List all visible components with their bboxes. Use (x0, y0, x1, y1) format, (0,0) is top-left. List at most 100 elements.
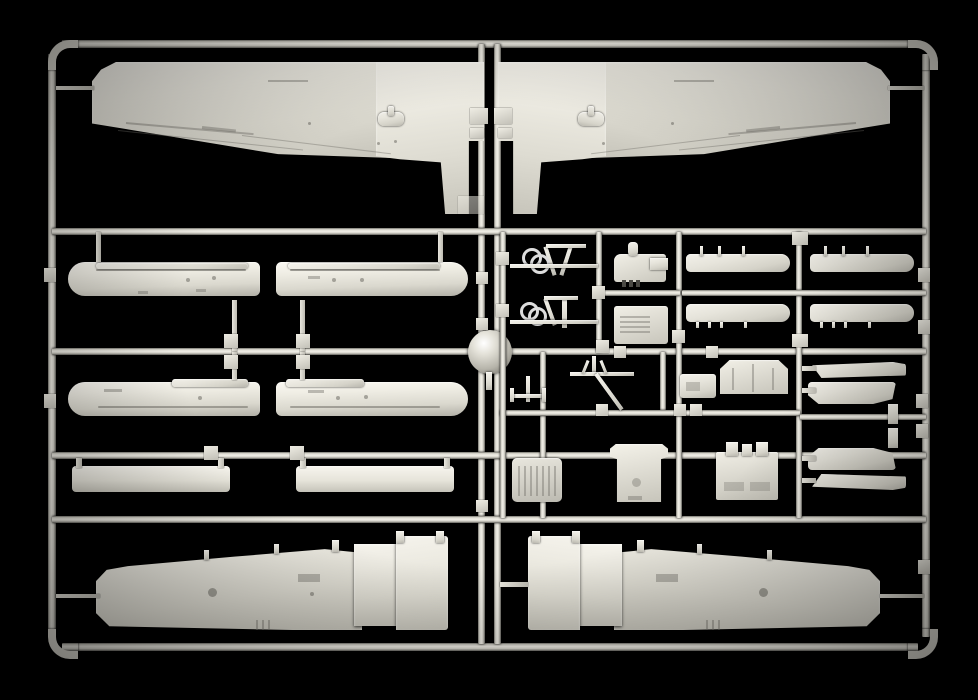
nacelle-4-seam (290, 406, 440, 408)
tab-flap-2 (290, 446, 304, 460)
tab-wing-right-root-1 (494, 108, 512, 124)
fuselage-right-pin-3 (637, 540, 644, 552)
tab-wing-right-root-2 (498, 128, 512, 138)
cockpit-floor-body (610, 444, 668, 502)
radiator-1-fin-3 (620, 326, 650, 328)
tab-prop-column-right-2 (916, 424, 928, 438)
prop-hub-stub-upper (888, 404, 898, 424)
fuselage-left-hatch (298, 574, 320, 582)
tab-gear-1 (496, 252, 509, 265)
part-cockpit-floor (606, 438, 676, 504)
nacelle-2-rivet-2 (360, 278, 364, 282)
fuselage-left-dot-1 (310, 592, 314, 596)
sprue-grid-rail-i (800, 414, 926, 420)
part-radiator-1 (614, 302, 676, 348)
gate-flap-2-right (444, 458, 450, 468)
fuselage-left-tail (354, 544, 402, 626)
part-fuselage-right (524, 531, 880, 630)
grille-line-3 (530, 466, 532, 496)
nacelle-3-rivet-1 (198, 396, 202, 400)
drop-tank-4-pin-1 (820, 322, 823, 328)
part-fuselage-left (96, 531, 452, 630)
radiator-1-fin-2 (620, 321, 650, 323)
nacelle-4-spine (286, 379, 364, 387)
sprue-frame-right-rail (922, 54, 930, 637)
fuselage-right-exhaust-1 (718, 620, 720, 630)
drop-tank-1-body (686, 254, 790, 272)
wing-right-rivet-1 (671, 122, 674, 125)
sprue-corner-bottom-right (908, 629, 938, 659)
drop-tank-4-pin-4 (868, 322, 871, 328)
nacelle-4-scribe (308, 390, 324, 393)
tab-radiator-1 (596, 340, 609, 353)
part-grille-panel (512, 458, 568, 508)
part-landing-gear-1 (506, 244, 598, 288)
fuselage-right-body (614, 536, 880, 630)
canopy-frame-bar-3 (772, 368, 774, 390)
drop-tank-2-fin-3 (866, 246, 869, 256)
drop-tank-3-pin-3 (720, 322, 723, 328)
sprue-frame-top-rail (62, 40, 918, 48)
fuselage-right-exhaust-3 (706, 620, 708, 630)
gate-fuselage-right-tail (500, 582, 528, 587)
tab-gear-2 (496, 304, 509, 317)
prop-hub-stub-lower (888, 428, 898, 448)
drop-tank-3-body (686, 304, 790, 322)
fuselage-right-port (759, 588, 768, 597)
tab-nacelle-center-1 (224, 334, 238, 348)
part-nacelle-3 (68, 378, 260, 422)
sprue-grid-rail-e (660, 352, 666, 412)
drop-tank-4-body (810, 304, 914, 322)
sprue-corner-top-right (908, 40, 938, 70)
wing-right-scribe-5 (674, 80, 714, 82)
fuselage-left-pin-3 (332, 540, 339, 552)
grille-line-5 (542, 466, 544, 496)
part-pitot-cluster (504, 376, 556, 416)
grille-line-1 (518, 466, 520, 496)
fuselage-right-pin-1 (767, 550, 772, 560)
part-flap-1 (72, 466, 230, 492)
gate-spinner (486, 372, 492, 390)
gate-prop-blade-2 (802, 388, 816, 393)
engine-block-1-vent-3 (636, 280, 640, 287)
part-wing-left-upper (92, 62, 484, 214)
gear-1-axle (546, 244, 586, 248)
tab-center-rail-2 (476, 318, 488, 330)
sprue-grid-rail-g (682, 290, 926, 296)
part-prop-blade-2 (808, 382, 896, 404)
sprue-grid-rail-c (796, 232, 802, 518)
tab-lower-center-1 (614, 346, 626, 358)
gate-prop-blade-4 (802, 478, 816, 483)
wing-right-rivet-2 (602, 142, 605, 145)
fuselage-left-body (96, 549, 362, 630)
fuselage-left-exhaust-2 (262, 620, 264, 630)
instrument-panel-box-2 (742, 444, 752, 456)
tab-left-rail-2 (44, 394, 56, 408)
part-drop-tank-2 (810, 246, 914, 272)
nacelle-3-spine (172, 379, 248, 387)
antenna-crossbar (570, 372, 634, 376)
instrument-panel-slot-1 (724, 482, 744, 491)
part-nacelle-4 (276, 378, 468, 422)
fuselage-right-hatch (656, 574, 678, 582)
nacelle-4-rivet-1 (336, 396, 340, 400)
tab-right-rail-3 (918, 560, 930, 574)
part-nacelle-2 (276, 258, 468, 302)
nacelle-2-lip (288, 263, 440, 269)
part-landing-gear-2 (506, 296, 598, 340)
tab-wing-left-root-1 (470, 108, 488, 124)
tab-prop-column-right-1 (916, 394, 928, 408)
part-drop-tank-3 (686, 304, 790, 330)
radiator-1-body (614, 306, 668, 344)
fuselage-left-pin-5 (436, 531, 444, 543)
tab-drop-tank-top (792, 232, 808, 245)
pitot-tip-a (510, 388, 514, 402)
sprue-frame-left-rail (48, 54, 56, 637)
fuselage-left-pin-4 (396, 531, 404, 543)
fuselage-left-fin (396, 536, 448, 630)
instrument-panel-body (716, 452, 778, 500)
tab-lower-center-4 (706, 346, 718, 358)
tab-center-rail-1 (476, 272, 488, 284)
tab-lower-center-2 (674, 404, 686, 416)
